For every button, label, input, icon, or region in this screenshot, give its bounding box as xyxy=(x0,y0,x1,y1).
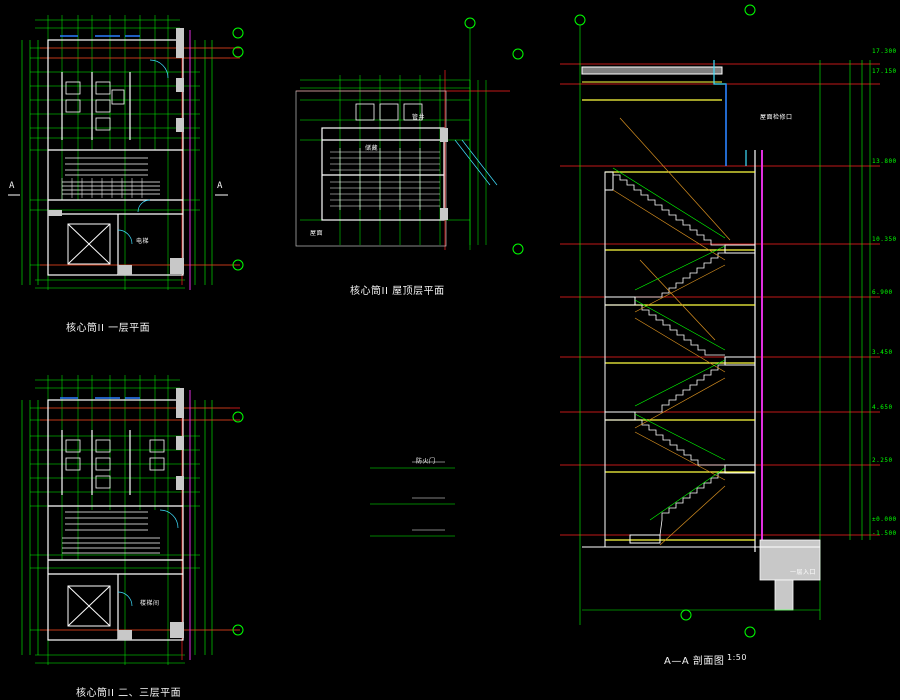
room-label-shaft: 管井 xyxy=(412,114,426,121)
level-label: 10.350 xyxy=(872,236,897,243)
level-label: 3.450 xyxy=(872,349,893,356)
note-fire-door: 防火门 xyxy=(416,458,436,465)
level-label: 2.250 xyxy=(872,457,893,464)
room-label-stair: 楼梯间 xyxy=(140,600,160,607)
level-label: ±0.000 xyxy=(872,516,897,523)
section-scale: 1:50 xyxy=(727,653,747,662)
section-mark-right: A xyxy=(217,181,223,191)
level-label: -1.500 xyxy=(872,530,897,537)
title-roof-plan: 核心筒II 屋顶层平面 xyxy=(350,286,445,297)
title-ground-floor-plan: 核心筒II 一层平面 xyxy=(66,323,151,334)
level-label: 6.900 xyxy=(872,289,893,296)
room-label-lift: 电梯 xyxy=(136,238,150,245)
title-typical-floor-plan: 核心筒II 二、三层平面 xyxy=(76,688,182,699)
section-mark-left: A xyxy=(9,181,15,191)
note-roof-access: 屋面检修口 xyxy=(760,114,793,121)
level-label: 17.300 xyxy=(872,48,897,55)
plan-typical-floor xyxy=(21,375,244,665)
room-label-storage: 储藏 xyxy=(365,145,379,152)
section-a-a xyxy=(560,4,880,638)
level-label: 4.650 xyxy=(872,404,893,411)
note-entrance: 一层入口 xyxy=(790,569,817,576)
plan-roof-level xyxy=(295,17,524,255)
level-label: 17.150 xyxy=(872,68,897,75)
plan-ground-floor xyxy=(8,15,244,290)
title-section: A—A 剖面图 xyxy=(664,656,725,667)
level-label: 13.800 xyxy=(872,158,897,165)
detail-callouts xyxy=(370,461,455,537)
room-label-roof: 屋面 xyxy=(310,230,324,237)
